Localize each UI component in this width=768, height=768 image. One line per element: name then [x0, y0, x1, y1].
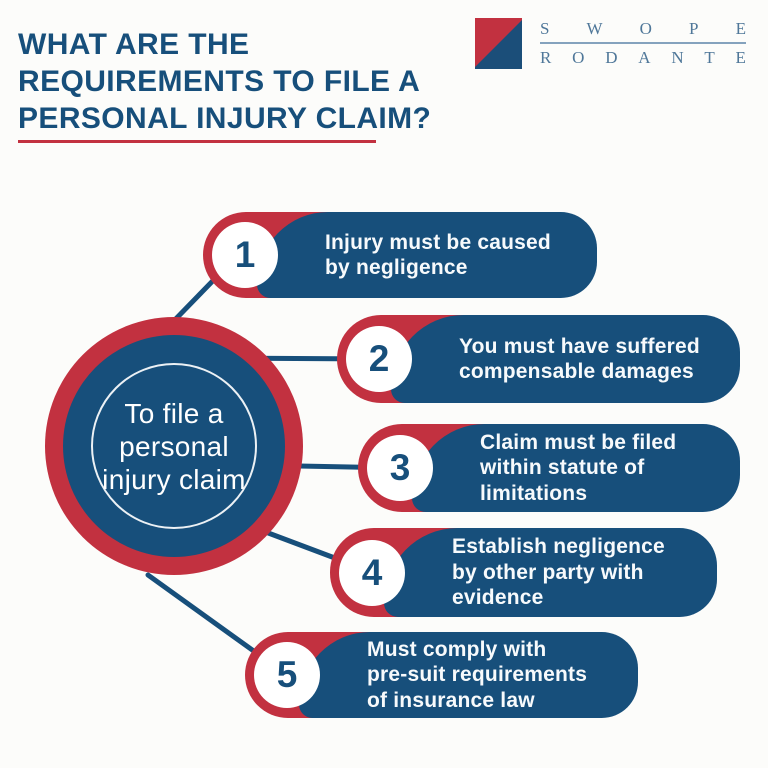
step-1-text-line: Injury must be caused	[325, 230, 551, 254]
page-title: WHAT ARE THE REQUIREMENTS TO FILE A PERS…	[18, 26, 478, 137]
step-2-text-line: You must have suffered	[459, 334, 700, 358]
central-circle: To file a personal injury claim	[45, 317, 303, 575]
title-line-2: REQUIREMENTS TO FILE A	[18, 65, 421, 98]
central-circle-inner: To file a personal injury claim	[63, 335, 285, 557]
step-3-text-line: within statute of	[480, 456, 645, 480]
step-3-number-circle: 3	[367, 435, 433, 501]
step-4-number-circle: 4	[339, 539, 405, 606]
step-2-number: 2	[368, 338, 390, 379]
step-pill-1: Injury must be caused by negligence 1	[203, 212, 597, 298]
step-2-number-circle: 2	[346, 326, 412, 392]
step-1-number-circle: 1	[212, 222, 278, 288]
step-1-text-line: by negligence	[325, 256, 468, 279]
step-3-text-line: limitations	[480, 481, 588, 505]
title-line-3: PERSONAL INJURY CLAIM?	[18, 102, 432, 135]
step-5-text-line: Must comply with	[367, 637, 547, 661]
step-1-body: Injury must be caused by negligence	[257, 212, 597, 298]
central-circle-ring	[91, 363, 257, 529]
step-3-text-line: Claim must be filed	[480, 430, 677, 454]
step-5-number-circle: 5	[254, 642, 320, 708]
central-label-line: To file a	[124, 397, 224, 429]
central-label-line: injury claim	[102, 463, 246, 495]
step-4-number: 4	[361, 551, 383, 593]
title-line-1: WHAT ARE THE	[18, 28, 250, 61]
central-circle-label: To file a personal injury claim	[102, 397, 246, 496]
step-pill-5: Must comply with pre-suit requirements o…	[245, 632, 638, 718]
title-underline	[18, 140, 376, 143]
step-1-number: 1	[234, 234, 256, 275]
step-pill-4: Establish negligence by other party with…	[330, 528, 717, 617]
step-3-body: Claim must be filed within statute of li…	[412, 424, 740, 512]
step-5-text-line: pre-suit requirements	[367, 663, 588, 687]
logo-divider	[540, 42, 746, 44]
step-2-body: You must have suffered compensable damag…	[391, 315, 740, 403]
step-4-body: Establish negligence by other party with…	[384, 528, 717, 617]
central-label-line: personal	[119, 430, 229, 462]
step-4-text-line: Establish negligence	[452, 535, 665, 559]
step-3-number: 3	[389, 447, 411, 488]
step-4-text-line: evidence	[452, 586, 544, 610]
step-4-text-line: by other party with	[452, 560, 644, 584]
step-2-text-line: compensable damages	[459, 360, 694, 383]
logo-mark-icon	[475, 18, 522, 69]
step-pill-2: You must have suffered compensable damag…	[337, 315, 740, 403]
step-5-body: Must comply with pre-suit requirements o…	[299, 632, 638, 718]
step-5-number: 5	[276, 654, 298, 695]
step-pill-3: Claim must be filed within statute of li…	[358, 424, 740, 512]
step-5-text-line: of insurance law	[367, 688, 535, 712]
